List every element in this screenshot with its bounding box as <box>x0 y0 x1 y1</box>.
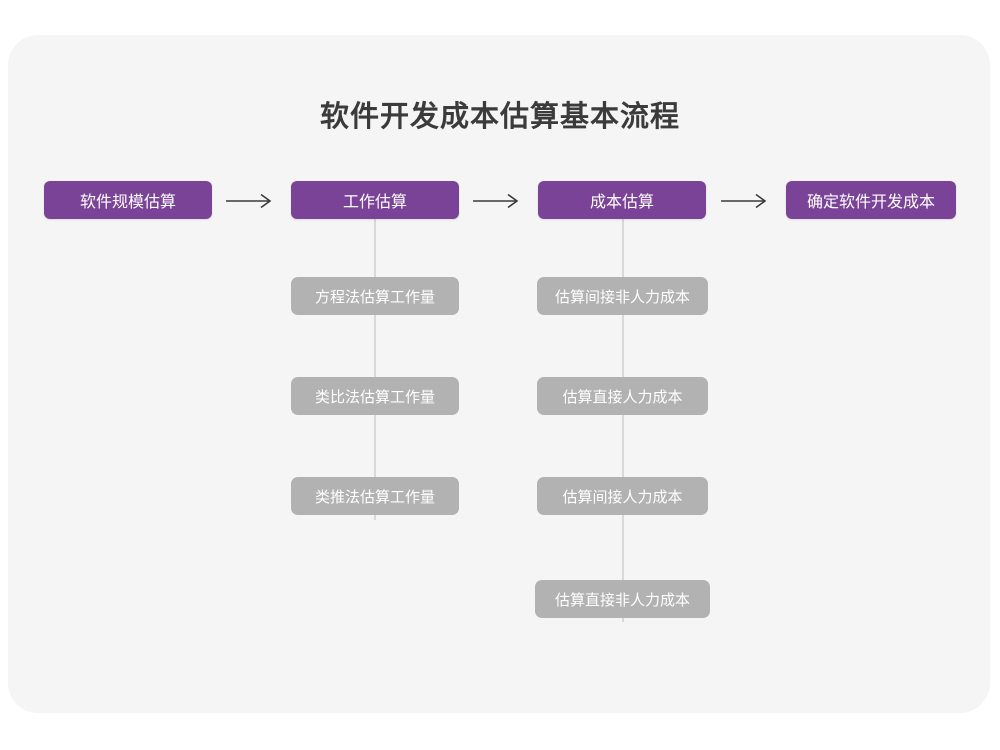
node-cost-branch-item-1[interactable]: 估算间接非人力成本 <box>537 277 708 315</box>
node-work-branch-item-3[interactable]: 类推法估算工作量 <box>291 477 459 515</box>
node-cost-branch-item-2[interactable]: 估算直接人力成本 <box>537 377 708 415</box>
long-right-arrow-icon <box>720 191 772 211</box>
long-right-arrow-icon <box>472 191 524 211</box>
diagram-card <box>8 35 990 713</box>
node-step3-cost-estimation[interactable]: 成本估算 <box>538 181 706 219</box>
node-work-branch-item-2[interactable]: 类比法估算工作量 <box>291 377 459 415</box>
node-step4-determine-software-development-cost[interactable]: 确定软件开发成本 <box>786 181 956 219</box>
node-step1-software-scale-estimation[interactable]: 软件规模估算 <box>44 181 212 219</box>
node-cost-branch-item-3[interactable]: 估算间接人力成本 <box>537 477 708 515</box>
node-work-branch-item-1[interactable]: 方程法估算工作量 <box>291 277 459 315</box>
node-step2-work-estimation[interactable]: 工作估算 <box>291 181 459 219</box>
long-right-arrow-icon <box>225 191 277 211</box>
connector-line-work-branch <box>374 210 376 520</box>
connector-line-cost-branch <box>622 210 624 622</box>
page-title: 软件开发成本估算基本流程 <box>319 101 680 133</box>
node-cost-branch-item-4[interactable]: 估算直接非人力成本 <box>535 580 710 618</box>
